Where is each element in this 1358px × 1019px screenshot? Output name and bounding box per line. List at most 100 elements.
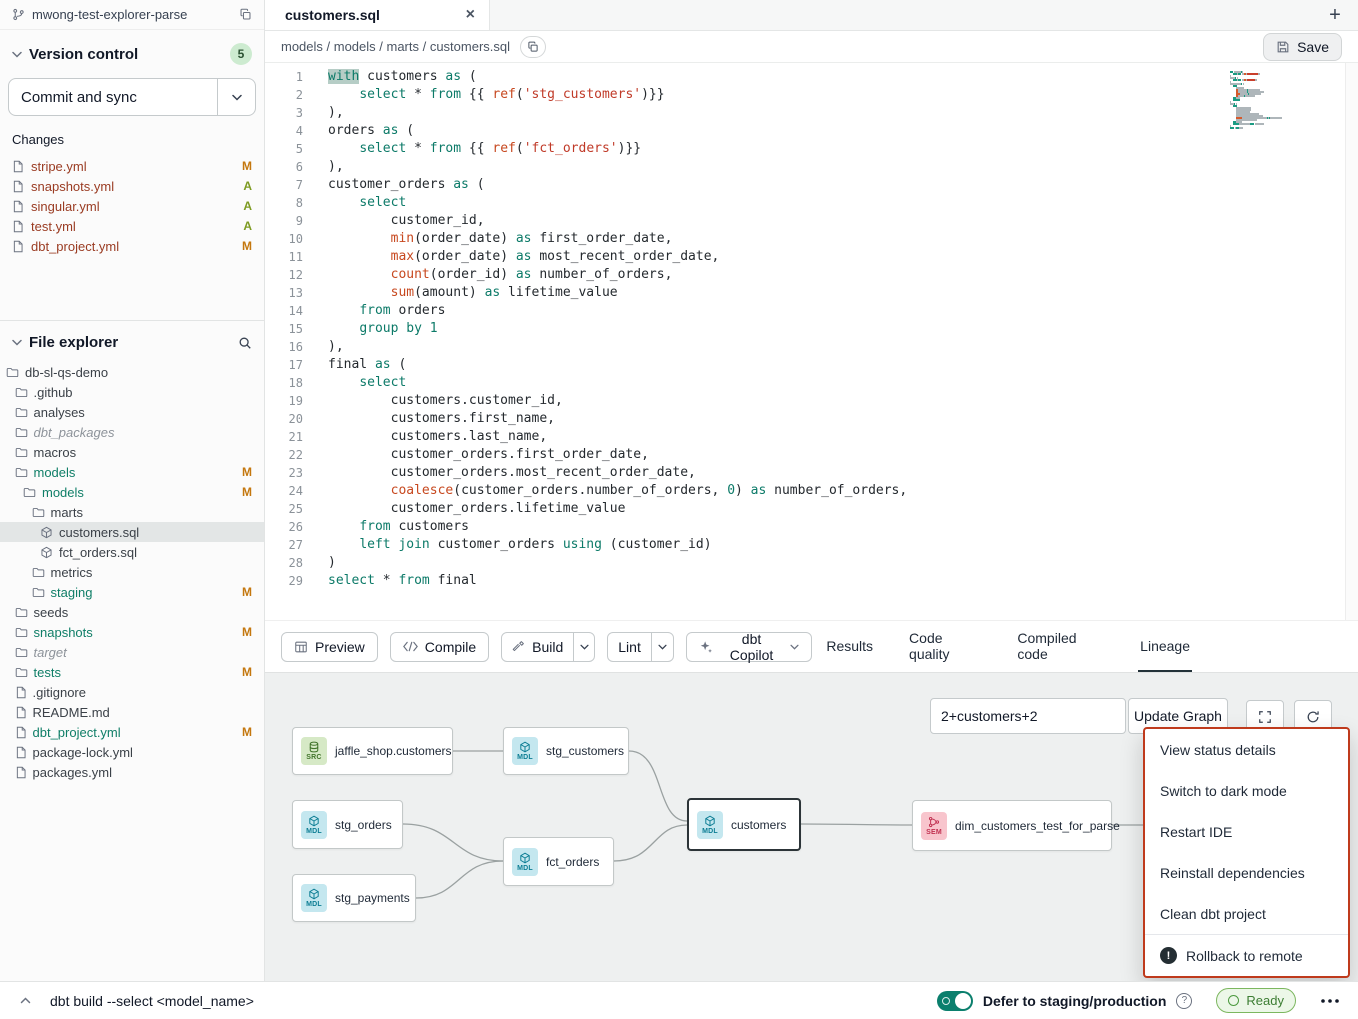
close-tab-icon[interactable]: ×	[465, 6, 475, 23]
menu-item-view-status-details[interactable]: View status details	[1160, 741, 1276, 758]
menu-item-clean-dbt-project[interactable]: Clean dbt project	[1160, 905, 1266, 922]
compile-button[interactable]: Compile	[389, 631, 490, 662]
tree-item-README.md[interactable]: README.md	[0, 702, 264, 722]
menu-item-restart-ide[interactable]: Restart IDE	[1160, 823, 1233, 840]
menu-item-reinstall-dependencies[interactable]: Reinstall dependencies	[1160, 864, 1305, 881]
tree-item-.gitignore[interactable]: .gitignore	[0, 682, 264, 702]
file-explorer-header[interactable]: File explorer	[0, 321, 264, 360]
tab-compiled-code[interactable]: Compiled code	[1017, 629, 1077, 662]
menu-item-switch-to-dark-mode[interactable]: Switch to dark mode	[1160, 782, 1287, 799]
build-options-chevron[interactable]	[573, 632, 594, 661]
code-line[interactable]: 3),	[265, 104, 1345, 122]
commit-and-sync-label[interactable]: Commit and sync	[21, 88, 137, 106]
tree-item-customers.sql[interactable]: customers.sql	[0, 522, 264, 542]
lint-split-button[interactable]: Lint	[607, 631, 674, 662]
copilot-options-chevron[interactable]	[790, 644, 799, 650]
code-line[interactable]: 28)	[265, 554, 1345, 572]
more-options-button[interactable]	[1316, 994, 1344, 1008]
build-button[interactable]: Build	[502, 633, 573, 661]
minimap[interactable]	[1230, 71, 1292, 129]
tree-item-package-lock.yml[interactable]: package-lock.yml	[0, 742, 264, 762]
code-line[interactable]: 13 sum(amount) as lifetime_value	[265, 284, 1345, 302]
code-line[interactable]: 25 customer_orders.lifetime_value	[265, 500, 1345, 518]
tree-item-analyses[interactable]: analyses	[0, 402, 264, 422]
code-line[interactable]: 26 from customers	[265, 518, 1345, 536]
tree-item-seeds[interactable]: seeds	[0, 602, 264, 622]
code-line[interactable]: 10 min(order_date) as first_order_date,	[265, 230, 1345, 248]
lint-button[interactable]: Lint	[618, 638, 641, 655]
tree-item-packages.yml[interactable]: packages.yml	[0, 762, 264, 782]
save-button[interactable]: Save	[1263, 32, 1342, 61]
tree-item-metrics[interactable]: metrics	[0, 562, 264, 582]
tree-item-.github[interactable]: .github	[0, 382, 264, 402]
copy-path-button[interactable]	[520, 35, 547, 58]
commit-options-chevron[interactable]	[217, 79, 255, 115]
code-line[interactable]: 6),	[265, 158, 1345, 176]
preview-button[interactable]: Preview	[281, 631, 378, 662]
code-line[interactable]: 20 customers.first_name,	[265, 410, 1345, 428]
tab-results[interactable]: Results	[826, 637, 874, 654]
lineage-search-input[interactable]	[930, 698, 1126, 734]
editor-scrollbar[interactable]	[1345, 63, 1358, 620]
defer-toggle[interactable]	[936, 990, 973, 1011]
tab-customers-sql[interactable]: customers.sql ×	[265, 0, 490, 30]
new-tab-button[interactable]: +	[1329, 3, 1341, 26]
code-line[interactable]: 14 from orders	[265, 302, 1345, 320]
code-line[interactable]: 11 max(order_date) as most_recent_order_…	[265, 248, 1345, 266]
tree-item-fct_orders.sql[interactable]: fct_orders.sql	[0, 542, 264, 562]
code-line[interactable]: 24 coalesce(customer_orders.number_of_or…	[265, 482, 1345, 500]
tab-lineage[interactable]: Lineage	[1138, 621, 1192, 672]
code-line[interactable]: 16),	[265, 338, 1345, 356]
search-icon[interactable]	[238, 336, 252, 350]
code-line[interactable]: 15 group by 1	[265, 320, 1345, 338]
dbt-copilot-button[interactable]: dbt Copilot	[685, 631, 813, 663]
code-line[interactable]: 27 left join customer_orders using (cust…	[265, 536, 1345, 554]
tree-item-target[interactable]: target	[0, 642, 264, 662]
code-line[interactable]: 22 customer_orders.first_order_date,	[265, 446, 1345, 464]
commit-and-sync-button[interactable]: Commit and sync	[8, 78, 256, 116]
help-icon[interactable]: ?	[1176, 992, 1193, 1009]
code-line[interactable]: 8 select	[265, 194, 1345, 212]
code-line[interactable]: 21 customers.last_name,	[265, 428, 1345, 446]
version-control-header[interactable]: Version control 5	[0, 30, 264, 74]
code-line[interactable]: 19 customers.customer_id,	[265, 392, 1345, 410]
tree-item-dbt_packages[interactable]: dbt_packages	[0, 422, 264, 442]
code-line[interactable]: 18 select	[265, 374, 1345, 392]
menu-item-rollback-to-remote[interactable]: !Rollback to remote	[1145, 935, 1348, 976]
code-line[interactable]: 5 select * from {{ ref('fct_orders')}}	[265, 140, 1345, 158]
code-line[interactable]: 2 select * from {{ ref('stg_customers')}…	[265, 86, 1345, 104]
tree-item-db-sl-qs-demo[interactable]: db-sl-qs-demo	[0, 362, 264, 382]
code-line[interactable]: 9 customer_id,	[265, 212, 1345, 230]
copy-branch-icon[interactable]	[239, 8, 252, 21]
command-text[interactable]: dbt build --select <model_name>	[50, 992, 254, 1009]
lint-options-chevron[interactable]	[650, 632, 673, 661]
status-badge[interactable]: Ready	[1216, 988, 1296, 1013]
build-split-button[interactable]: Build	[501, 631, 596, 662]
code-line[interactable]: 12 count(order_id) as number_of_orders,	[265, 266, 1345, 284]
tree-item-marts[interactable]: marts	[0, 502, 264, 522]
expand-console-chevron[interactable]	[14, 990, 36, 1012]
tab-code-quality[interactable]: Code quality	[909, 629, 950, 662]
